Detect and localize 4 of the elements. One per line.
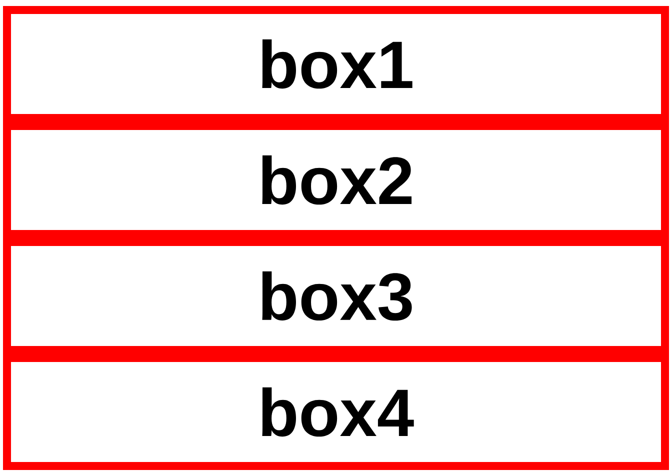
- text-box: box1: [3, 6, 669, 122]
- text-box: box2: [3, 122, 669, 238]
- text-box: box3: [3, 238, 669, 354]
- text-box: box4: [3, 354, 669, 470]
